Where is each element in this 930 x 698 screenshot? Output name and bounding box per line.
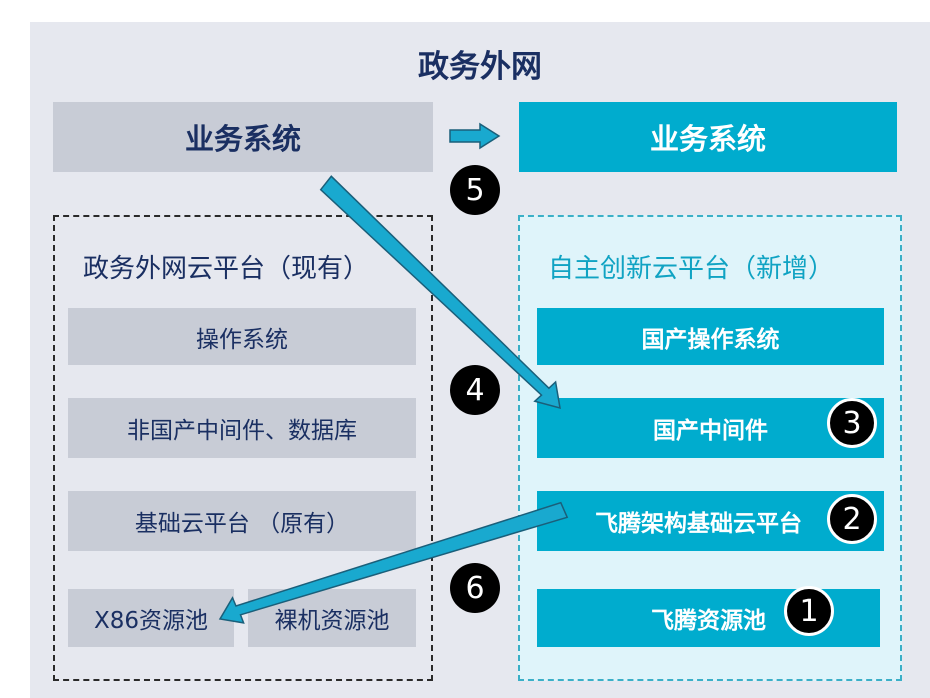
existing-business-system-box: 业务系统 [53,102,433,172]
step-3-badge: 3 [827,398,877,448]
feiteng-base-platform-box: 飞腾架构基础云平台 [537,491,884,551]
base-cloud-platform-box: 基础云平台 （原有） [68,491,416,551]
step-1-badge: 1 [784,586,834,636]
domestic-middleware-box: 国产中间件 [537,398,884,458]
existing-panel-title: 政务外网云平台（现有） [83,254,370,284]
top-right-arrow [449,122,501,150]
diagonal-arrow-to-middleware [319,175,561,410]
diagonal-arrow-to-x86 [218,501,569,624]
middleware-db-box: 非国产中间件、数据库 [68,398,416,458]
new-business-system-box: 业务系统 [519,102,897,172]
step-4-badge: 4 [450,365,500,415]
step-6-badge: 6 [450,563,500,613]
step-2-badge: 2 [827,494,877,544]
os-box: 操作系统 [68,308,416,365]
x86-pool-box: X86资源池 [68,589,234,647]
new-panel-title: 自主创新云平台（新增） [548,254,835,284]
existing-cloud-platform-panel [53,215,433,681]
diagram-title: 政务外网 [418,48,542,85]
domestic-os-box: 国产操作系统 [537,308,884,365]
step-5-badge: 5 [450,165,500,215]
